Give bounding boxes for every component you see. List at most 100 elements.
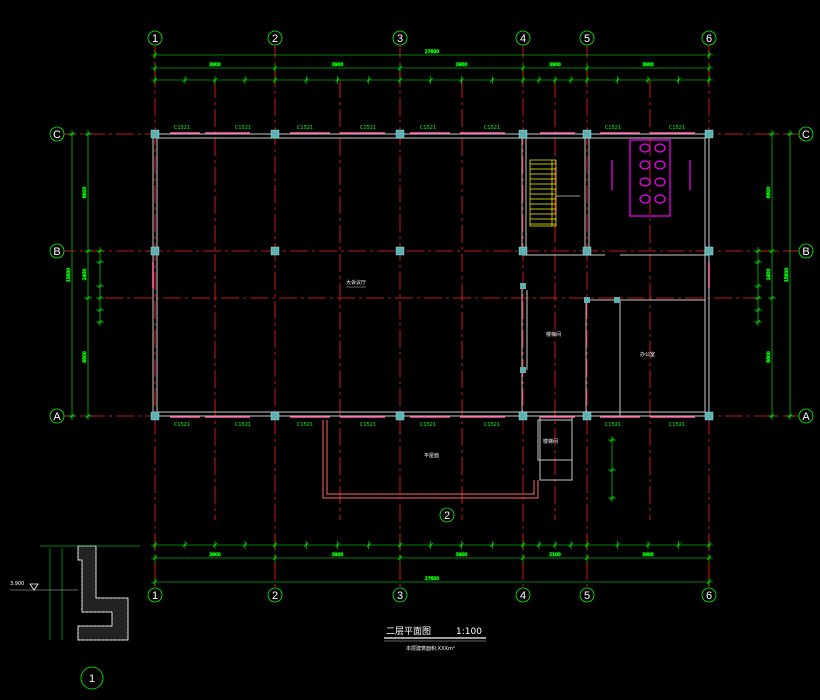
dim-annex-tick: [609, 437, 615, 443]
dim-right-spans-tick: [769, 131, 775, 137]
window-tag-top: C1521: [605, 125, 621, 131]
dim-right-detail-tick: [755, 248, 761, 254]
bubble-bottom-2: 2: [267, 587, 283, 603]
bubble-left-A-label: A: [53, 411, 61, 423]
column: [520, 249, 526, 255]
bubble-left-B-label: B: [53, 246, 60, 258]
dim-right-total-tick: [787, 131, 793, 137]
title-block: 二层平面图 1:100 本层建筑面积:XXXm²: [384, 626, 486, 652]
bubble-bottom-1: 1: [147, 587, 163, 603]
annex-wall: [539, 416, 573, 481]
window-tag-bottom: C1521: [235, 422, 251, 428]
dim-top-detail-tick: [568, 77, 574, 83]
column: [520, 367, 526, 373]
column: [150, 246, 160, 256]
bubble-bottom-4-circle: [515, 587, 531, 603]
dim-right-spans-tick: [769, 248, 775, 254]
stair-room-label: 楼梯间: [546, 331, 561, 338]
dim-right-spans-tick: [769, 295, 775, 301]
dim-bottom-detail-tick: [584, 542, 590, 548]
column: [704, 411, 714, 421]
bubble-bottom-5-label: 5: [584, 590, 590, 602]
column: [704, 129, 714, 139]
dim-bottom-bays-text: 3900: [642, 552, 654, 558]
bubble-right-C: C: [798, 126, 814, 142]
dim-right-total-tick: [787, 413, 793, 419]
dim-bottom-detail-tick: [520, 542, 526, 548]
bubble-right-C-label: C: [802, 129, 810, 141]
dim-bottom-detail-tick: [212, 542, 218, 548]
columns: [150, 129, 714, 421]
dim-left-spans-tick: [85, 413, 91, 419]
window-tag-bottom: C1521: [360, 422, 376, 428]
bubble-left-A: A: [49, 408, 65, 424]
toilet-bowl: [654, 177, 666, 187]
column: [614, 297, 620, 303]
dim-left-detail-tick: [97, 295, 103, 301]
bubble-left-C: C: [49, 126, 65, 142]
dim-right-detail-tick: [755, 295, 761, 301]
bubble-bottom-6-label: 6: [706, 590, 712, 602]
column: [582, 129, 592, 139]
bubble-top-6-label: 6: [706, 33, 712, 45]
dim-top-detail-tick: [182, 77, 188, 83]
dim-bottom-detail-tick: [676, 542, 681, 548]
dim-left-spans-tick: [85, 248, 91, 254]
dim-bottom-detail-tick: [615, 542, 620, 548]
dim-left-detail-tick: [97, 283, 103, 289]
dim-top-bays-text: 3900: [456, 62, 468, 68]
bubble-right-C-circle: [798, 126, 814, 142]
dim-right-detail-tick: [755, 283, 761, 289]
dim-bottom-bays-text: 3900: [332, 552, 344, 558]
dim-bottom-detail-tick: [645, 542, 651, 548]
bubble-bottom-5: 5: [579, 587, 595, 603]
bubble-top-4-circle: [515, 30, 531, 46]
bubble-right-B: B: [798, 243, 814, 259]
dim-bottom-bays-tick: [152, 555, 158, 561]
dim-top-detail-tick: [520, 77, 526, 83]
dim-top-detail-tick: [366, 77, 371, 83]
toilet-bowl: [654, 194, 666, 204]
window-tag-bottom: C1521: [484, 422, 500, 428]
bubble-top-1: 1: [147, 30, 163, 46]
lower-stair-label: 楼梯间: [543, 438, 558, 445]
dim-top-detail-tick: [242, 77, 248, 83]
dim-top-detail-tick: [272, 77, 278, 83]
inner-wall-line: [156, 137, 706, 413]
bubble-top-1-circle: [147, 30, 163, 46]
bubble-bottom-2-circle: [267, 587, 283, 603]
toilet-bowl: [639, 160, 651, 170]
dim-bottom-detail-tick: [366, 542, 371, 548]
bubble-bottom-4-label: 4: [520, 590, 526, 602]
dim-top-detail-tick: [552, 77, 558, 83]
dim-top-bays-text: 3900: [549, 62, 561, 68]
dim-bottom-overall-tick: [706, 579, 712, 585]
dim-bottom-bays-text: 3900: [209, 552, 221, 558]
drawing-title: 二层平面图: [386, 626, 431, 637]
big-hall-label: 大会议厅: [346, 279, 366, 286]
column: [270, 129, 280, 139]
dim-top-detail-tick: [397, 77, 403, 83]
column: [518, 411, 528, 421]
dim-top-bays-tick: [152, 65, 158, 71]
window-tag-top: C1521: [297, 125, 313, 131]
dim-top-bays-tick: [584, 65, 590, 71]
dim-right-detail-tick: [755, 307, 761, 313]
column: [518, 129, 528, 139]
detail-section: [10, 545, 140, 641]
dim-top-bays-text: 3900: [209, 62, 221, 68]
dim-right-spans-text: 6600: [766, 187, 772, 199]
dim-top-detail-tick: [615, 77, 620, 83]
dim-right-spans-text: 6600: [766, 351, 772, 363]
room-labels: 大会议厅 楼梯间 办公室 平屋面 楼梯间: [346, 279, 655, 459]
bubble-top-3-label: 3: [397, 33, 403, 45]
dim-bottom-detail-tick: [397, 542, 403, 548]
dim-bottom-detail-tick: [536, 542, 542, 548]
column: [584, 297, 590, 303]
bubble-top-5: 5: [579, 30, 595, 46]
dim-top-bays-text: 3900: [332, 62, 344, 68]
dim-bottom-detail-tick: [335, 542, 340, 548]
dim-top-detail-tick: [335, 77, 340, 83]
window-tag-top: C1521: [360, 125, 376, 131]
